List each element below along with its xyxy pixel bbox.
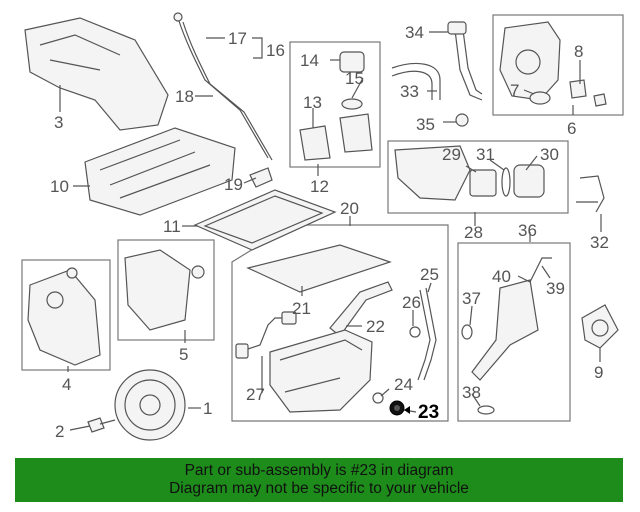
callout-36: 36 bbox=[518, 221, 537, 240]
group-box-12 bbox=[289, 41, 381, 168]
callout-12: 12 bbox=[310, 177, 329, 196]
pump-part-6 bbox=[499, 21, 561, 101]
group-box-36 bbox=[457, 242, 571, 422]
callout-1: 1 bbox=[203, 399, 212, 418]
callout-25: 25 bbox=[420, 265, 439, 284]
callout-10: 10 bbox=[50, 177, 69, 196]
banner-line-2: Diagram may not be specific to your vehi… bbox=[169, 480, 469, 497]
callout-37: 37 bbox=[462, 289, 481, 308]
bracket-part-19 bbox=[249, 167, 273, 188]
callout-9: 9 bbox=[594, 363, 603, 382]
callout-5: 5 bbox=[179, 345, 188, 364]
callout-18: 18 bbox=[175, 87, 194, 106]
dipstick-part-16 bbox=[177, 17, 269, 159]
baffle-part-21 bbox=[246, 244, 392, 293]
sensor-part-35 bbox=[455, 113, 469, 127]
gasket-part-11 bbox=[193, 189, 337, 251]
dipstick-tube-part-25 bbox=[417, 289, 431, 381]
exploded-parts-diagram: 1 2 3 4 5 6 7 8 9 10 11 12 13 14 15 16 1… bbox=[21, 12, 624, 441]
callout-32: 32 bbox=[590, 233, 609, 252]
oil-pan-part-27 bbox=[269, 329, 373, 413]
callout-6: 6 bbox=[567, 119, 576, 138]
callout-4: 4 bbox=[62, 375, 71, 394]
housing-part-28 bbox=[394, 145, 471, 201]
callout-35: 35 bbox=[416, 115, 435, 134]
pipe-part-33 bbox=[391, 62, 441, 100]
group-box-5 bbox=[117, 239, 215, 341]
callout-15: 15 bbox=[345, 69, 364, 88]
callout-3: 3 bbox=[54, 113, 63, 132]
callout-30: 30 bbox=[540, 145, 559, 164]
group-box-28 bbox=[387, 140, 569, 214]
callout-17: 17 bbox=[228, 29, 247, 48]
bracket-part-4 bbox=[27, 269, 101, 366]
callout-38: 38 bbox=[462, 383, 481, 402]
seal-part-26 bbox=[409, 326, 421, 338]
callout-40: 40 bbox=[492, 267, 511, 286]
callout-20: 20 bbox=[340, 199, 359, 218]
callout-22: 22 bbox=[366, 317, 385, 336]
group-box-4 bbox=[21, 259, 111, 371]
callout-19: 19 bbox=[224, 175, 243, 194]
bracket-part-5 bbox=[124, 249, 191, 331]
valve-cover-part-10 bbox=[84, 127, 236, 216]
washer-part-24 bbox=[372, 392, 384, 404]
pipe-part-34 bbox=[454, 29, 483, 101]
callout-26: 26 bbox=[402, 293, 421, 312]
oil-cap-part-14 bbox=[339, 51, 365, 73]
bracket-part-32 bbox=[576, 175, 605, 213]
callout-2: 2 bbox=[55, 422, 64, 441]
callout-21: 21 bbox=[292, 299, 311, 318]
part-notice-banner: Part or sub-assembly is #23 in diagram D… bbox=[15, 458, 623, 502]
callout-14: 14 bbox=[300, 51, 319, 70]
callout-23-highlighted: 23 bbox=[418, 402, 439, 423]
callout-24: 24 bbox=[394, 375, 413, 394]
timing-cover-part-3 bbox=[24, 17, 169, 131]
callout-8: 8 bbox=[574, 42, 583, 61]
callout-31: 31 bbox=[476, 145, 495, 164]
callout-16: 16 bbox=[266, 41, 285, 60]
oil-separator-part-36 bbox=[471, 279, 539, 381]
callout-34: 34 bbox=[405, 23, 424, 42]
callout-13: 13 bbox=[303, 93, 322, 112]
callout-39: 39 bbox=[546, 279, 565, 298]
seal-part-9 bbox=[581, 304, 619, 349]
callout-33: 33 bbox=[400, 82, 419, 101]
callout-7: 7 bbox=[510, 81, 519, 100]
banner-line-1: Part or sub-assembly is #23 in diagram bbox=[184, 462, 454, 479]
wire-harness-part-27 bbox=[244, 317, 285, 351]
callout-27: 27 bbox=[246, 385, 265, 404]
callout-11: 11 bbox=[163, 217, 181, 236]
group-box-6 bbox=[492, 14, 624, 116]
bolt-part-2 bbox=[87, 417, 105, 433]
callout-29: 29 bbox=[442, 145, 461, 164]
callout-28: 28 bbox=[464, 223, 483, 242]
